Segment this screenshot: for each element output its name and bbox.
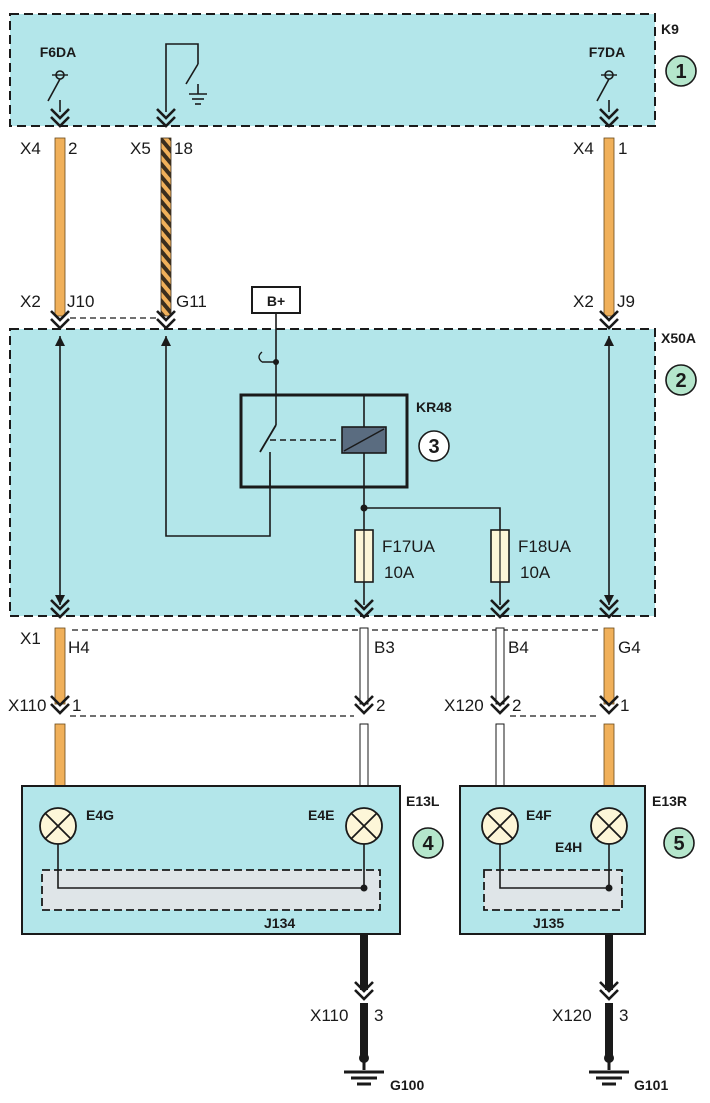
j135-splice-bar [483, 869, 623, 911]
fuse-f17ua [354, 529, 374, 583]
e4e-label: E4E [308, 807, 334, 823]
relay-badge: 3 [418, 430, 450, 462]
x1-pin-g4: G4 [618, 638, 641, 657]
x5-pin: 18 [174, 139, 193, 158]
f6da-label: F6DA [40, 44, 77, 60]
x2-left-pin: J10 [67, 292, 94, 311]
x4-left-name: X4 [20, 139, 41, 158]
e13l-badge-number: 4 [422, 833, 434, 855]
e4g-lamp [39, 807, 77, 845]
relay-badge-number: 3 [428, 436, 439, 458]
ground-g100-symbol [344, 1053, 384, 1086]
e4h-lamp [590, 807, 628, 845]
b-plus-label: B+ [267, 293, 285, 309]
relay-label: KR48 [416, 399, 452, 415]
fuse-f18ua-rating: 10A [520, 563, 551, 582]
x4-left-pin: 2 [68, 139, 77, 158]
relay-control-wire [165, 336, 271, 537]
wire-x5-striped [160, 137, 172, 317]
k9-badge: 1 [665, 55, 697, 87]
wire-b3-white [359, 627, 369, 705]
x120-ground-pin: 3 [619, 1006, 628, 1025]
wire-g4-orange [603, 627, 615, 705]
k9-ground-switch [165, 43, 207, 112]
x120-name: X120 [444, 696, 484, 715]
x120-pin2: 2 [512, 696, 521, 715]
e4f-lamp [481, 807, 519, 845]
x1-name: X1 [20, 629, 41, 648]
relay-kr48 [239, 393, 409, 489]
e13r-badge: 5 [663, 827, 695, 859]
ground-g100-label: G100 [390, 1077, 424, 1093]
fuse-f18ua [490, 529, 510, 583]
k9-label: K9 [661, 21, 679, 37]
x120-pin1: 1 [620, 696, 629, 715]
x5-name: X5 [130, 139, 151, 158]
x110-name: X110 [8, 696, 46, 715]
wire-right-ground [605, 934, 613, 990]
k9-module-box [9, 13, 656, 127]
fuse-f17ua-rating: 10A [384, 563, 415, 582]
e13r-unit-box [459, 785, 646, 935]
e13l-badge: 4 [412, 827, 444, 859]
x2-left-name: X2 [20, 292, 41, 311]
wire-f7da-orange [603, 137, 615, 317]
f7da-label: F7DA [589, 44, 626, 60]
x2-right-pin: J9 [617, 292, 635, 311]
wire-h4-orange [54, 627, 66, 705]
b-plus-supply: B+ [251, 286, 301, 330]
j134-label: J134 [264, 915, 295, 931]
e13r-badge-number: 5 [673, 833, 684, 855]
j135-label: J135 [533, 915, 564, 931]
wire-left-ground [360, 934, 368, 990]
fuse-f17ua-name: F17UA [382, 537, 436, 556]
x4-right-pin: 1 [618, 139, 627, 158]
k9-badge-number: 1 [675, 61, 686, 83]
x2-right-name: X2 [573, 292, 594, 311]
x110-pin1: 1 [72, 696, 81, 715]
j134-splice-bar [41, 869, 381, 911]
x120-ground-name: X120 [552, 1006, 592, 1025]
x1-pin-b3: B3 [374, 638, 395, 657]
x110-pin2: 2 [376, 696, 385, 715]
wire-f6da-orange [54, 137, 66, 317]
e13l-unit-box [21, 785, 401, 935]
x2-mid-pin: G11 [176, 292, 207, 311]
x1-pin-b4: B4 [508, 638, 529, 657]
x110-ground-name: X110 [310, 1006, 348, 1025]
x50a-module-box [9, 328, 656, 617]
x4-right-name: X4 [573, 139, 594, 158]
e4f-label: E4F [526, 807, 552, 823]
x1-pin-h4: H4 [68, 638, 90, 657]
f6da-switch-contact [47, 70, 68, 112]
ground-g101-symbol [589, 1053, 629, 1086]
wire-b4-white [495, 627, 505, 705]
f7da-switch-contact [596, 70, 617, 112]
e4e-lamp [345, 807, 383, 845]
x110-ground-pin: 3 [374, 1006, 383, 1025]
x50a-badge-number: 2 [675, 370, 686, 392]
ground-g101-label: G101 [634, 1077, 668, 1093]
x50a-label: X50A [661, 330, 696, 346]
e13l-label: E13L [406, 793, 440, 809]
e4h-label: E4H [555, 839, 582, 855]
e13r-label: E13R [652, 793, 687, 809]
x50a-badge: 2 [665, 364, 697, 396]
e4g-label: E4G [86, 807, 114, 823]
fuse-f18ua-name: F18UA [518, 537, 572, 556]
